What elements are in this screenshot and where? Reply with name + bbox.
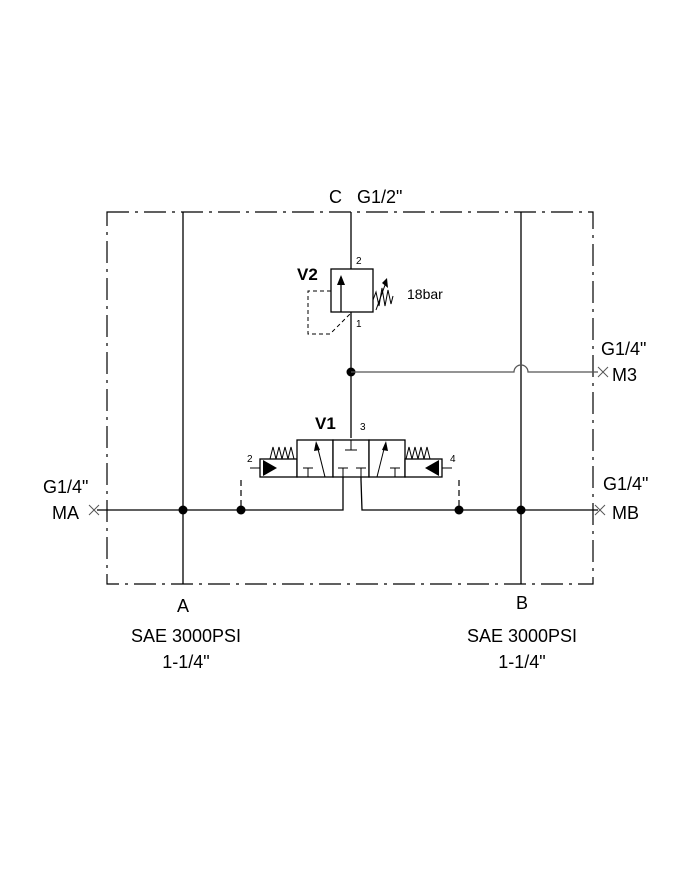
spring-icon: [372, 287, 394, 307]
v2-label: V2: [297, 265, 318, 284]
plug-icon-ma: [88, 504, 100, 516]
v1-pilot-4: 4: [450, 454, 456, 465]
adjustable-arrow-icon: [382, 278, 388, 288]
port-ma-label: MA: [52, 503, 79, 523]
junction-dot: [516, 505, 526, 515]
port-a-spec: SAE 3000PSI: [131, 626, 241, 646]
port-c-label: C: [329, 187, 342, 207]
v1-label: V1: [315, 414, 336, 433]
port-b-size: 1-1/4": [498, 652, 545, 672]
spring-right-icon: [405, 446, 431, 460]
v1-pilot-2: 2: [247, 454, 253, 465]
pilot-arrow-right-icon: [425, 460, 439, 476]
port-m3-label: M3: [612, 365, 637, 385]
port-mb-label: MB: [612, 503, 639, 523]
port-c-size: G1/2": [357, 187, 402, 207]
junction-dot: [178, 505, 188, 515]
line-m3: [351, 364, 598, 373]
v2-port-2: 2: [356, 256, 362, 267]
v1-port-3: 3: [360, 422, 366, 433]
port-a-size: 1-1/4": [162, 652, 209, 672]
port-b-spec: SAE 3000PSI: [467, 626, 577, 646]
valve-v1: [250, 439, 452, 478]
v2-port-1: 1: [356, 319, 362, 330]
line-mb: [360, 477, 598, 511]
junction-dot: [236, 505, 246, 515]
pilot-arrow-left-icon: [263, 460, 277, 476]
plug-icon-mb: [594, 504, 606, 516]
port-m3-size: G1/4": [601, 339, 646, 359]
valve-v2: [307, 268, 394, 335]
port-mb-size: G1/4": [603, 474, 648, 494]
port-a-label: A: [177, 596, 189, 616]
plug-icon-m3: [597, 366, 609, 378]
pilot-line: [307, 290, 352, 335]
spring-left-icon: [269, 446, 295, 460]
manifold-boundary: [106, 211, 594, 585]
junction-dot: [454, 505, 464, 515]
port-b-label: B: [516, 593, 528, 613]
v2-setting: 18bar: [407, 286, 443, 302]
line-ma: [97, 477, 344, 511]
port-ma-size: G1/4": [43, 477, 88, 497]
